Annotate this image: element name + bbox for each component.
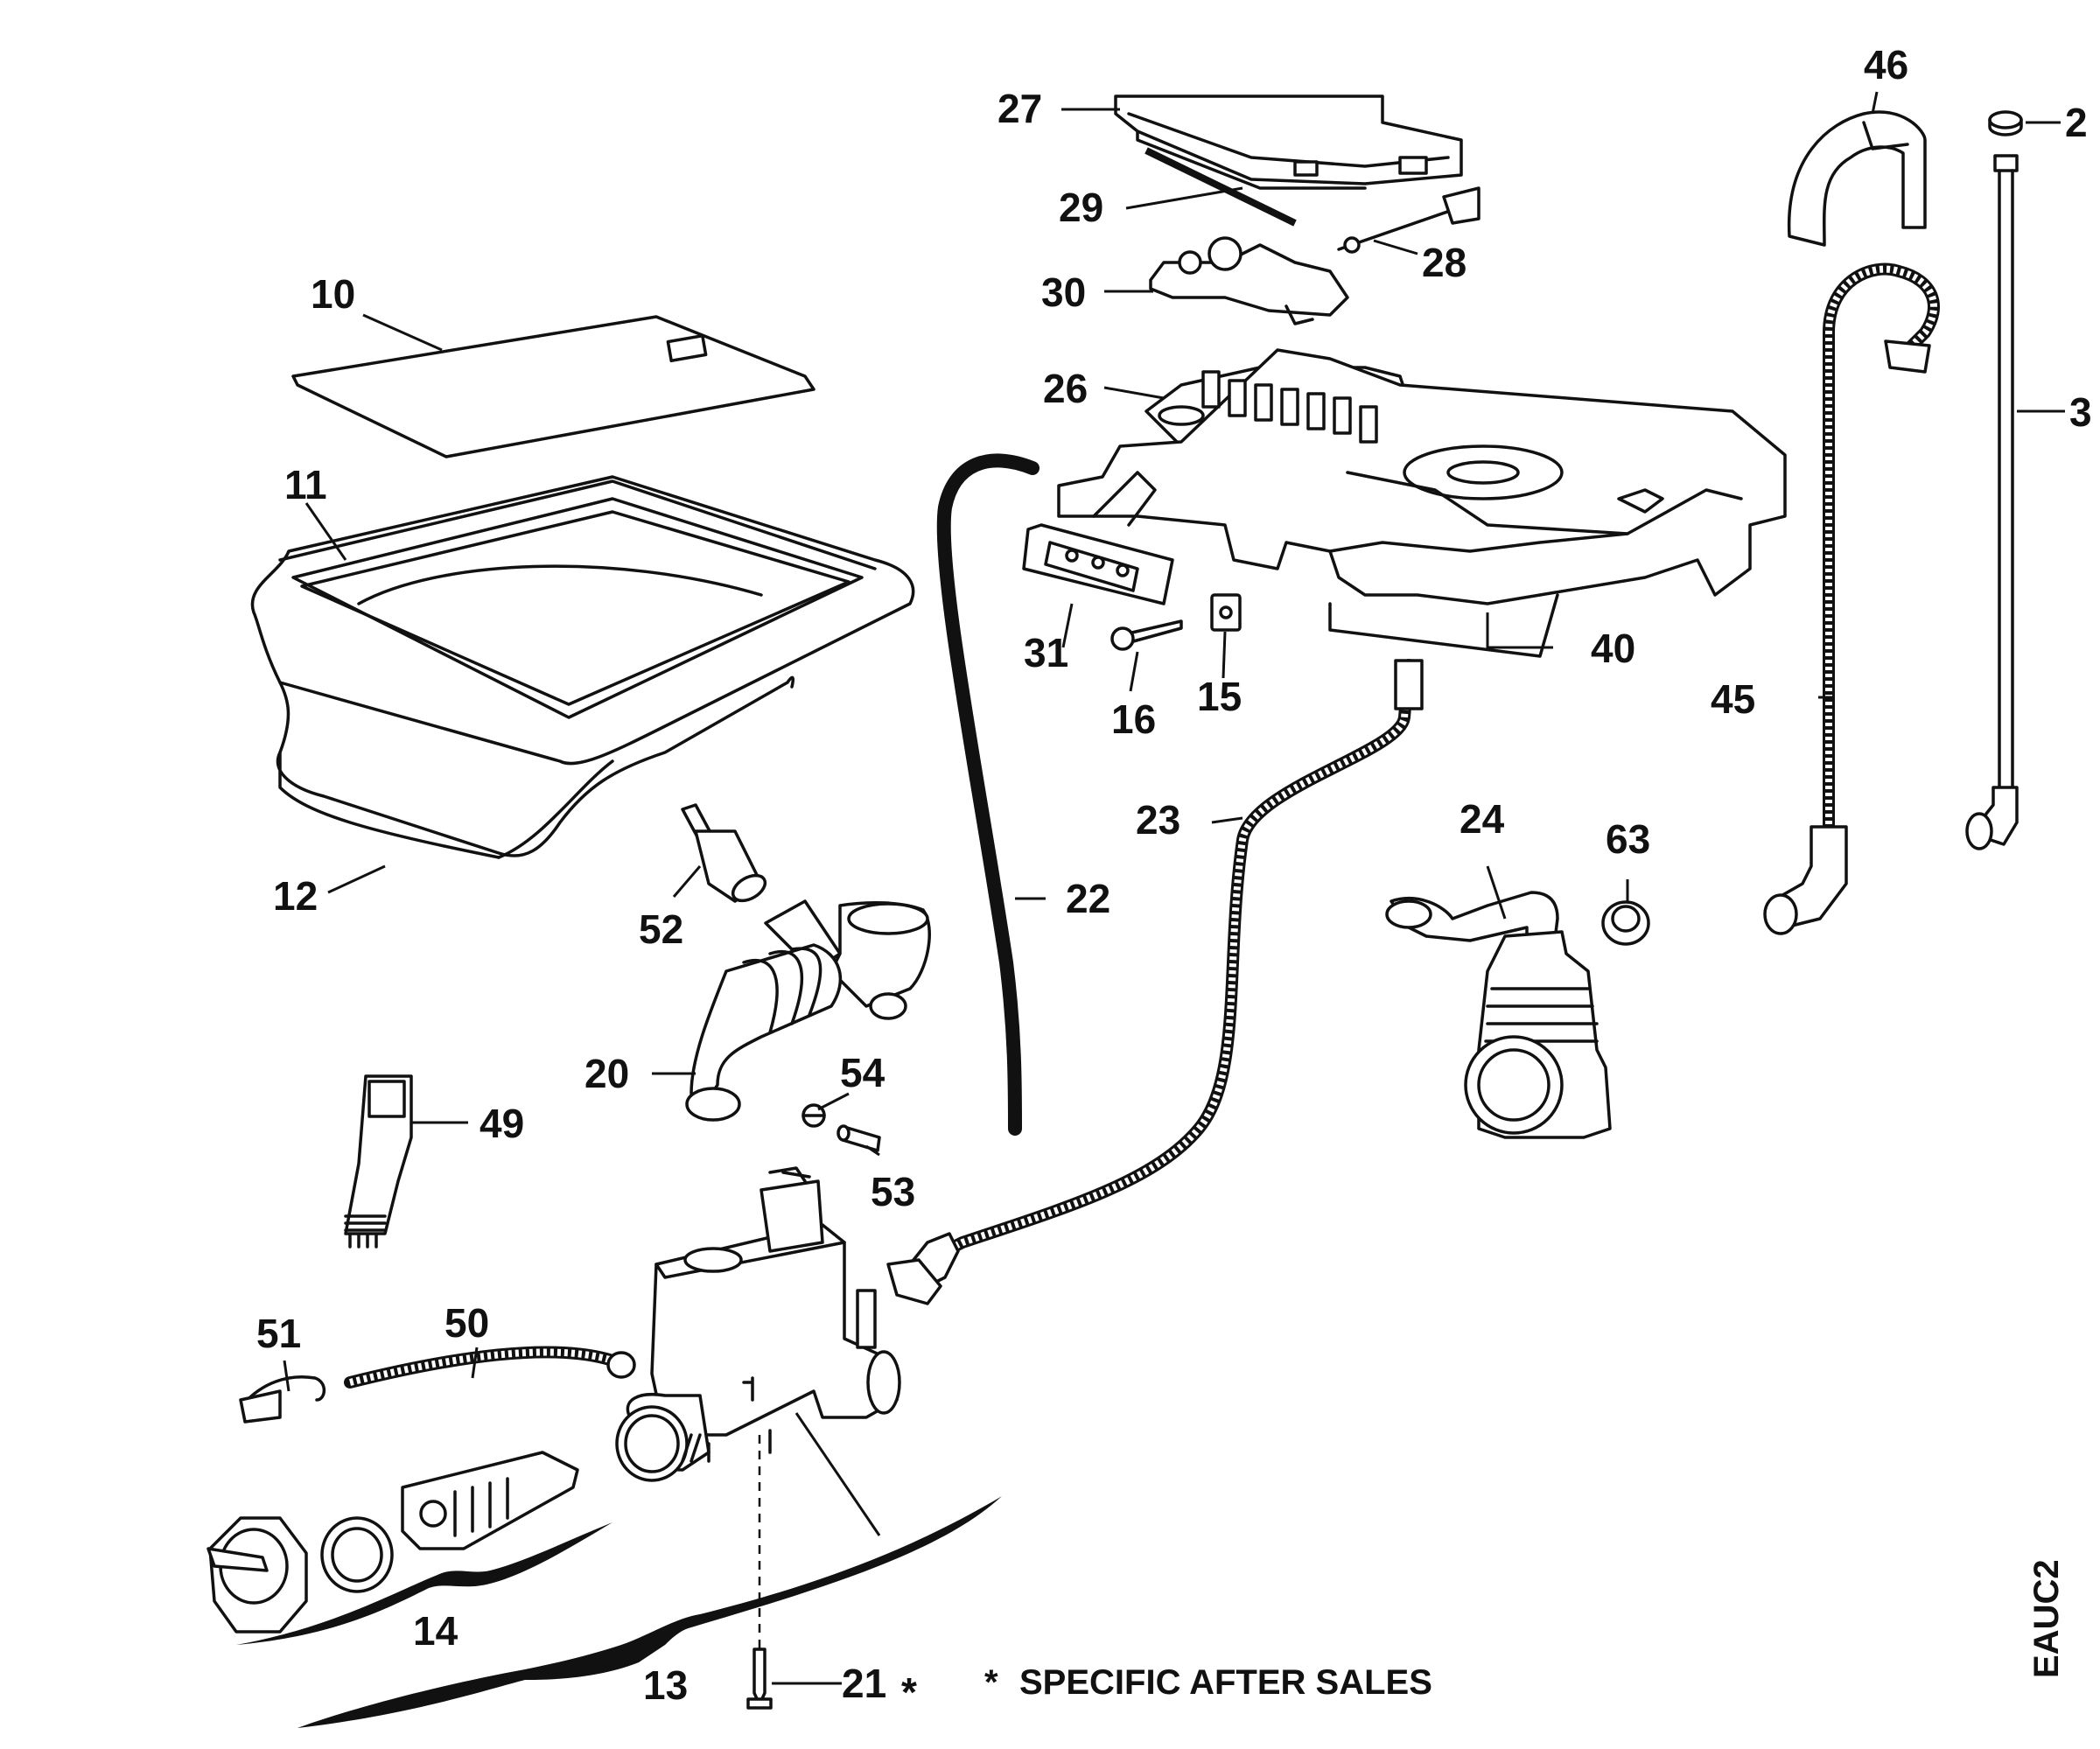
part-51-clamp xyxy=(239,1375,326,1424)
part-20-elbow-hose xyxy=(685,899,931,1122)
label-45: 45 xyxy=(1711,676,1755,722)
label-31: 31 xyxy=(1024,630,1068,675)
part-29-rod xyxy=(1144,147,1297,227)
part-labels: 27 29 28 30 26 31 16 15 40 46 2 3 45 10 … xyxy=(256,42,2092,1715)
part-11-12-tub-and-seal xyxy=(250,475,915,859)
label-11: 11 xyxy=(284,462,327,507)
label-3: 3 xyxy=(2069,389,2092,435)
label-30: 30 xyxy=(1041,269,1086,315)
label-29: 29 xyxy=(1059,185,1103,230)
label-28: 28 xyxy=(1422,240,1466,285)
cutaway-lines xyxy=(236,1496,1002,1728)
part-28-lever xyxy=(1337,186,1480,254)
part-16-screw xyxy=(1110,619,1183,651)
part-22-black-tube xyxy=(936,453,1040,1136)
label-52: 52 xyxy=(639,906,683,952)
part-45-drain-hose xyxy=(1763,262,1940,935)
part-63-plug xyxy=(1601,900,1650,946)
part-30-valve-bracket xyxy=(1149,236,1349,325)
label-13: 13 xyxy=(643,1662,688,1708)
label-21-marker: * xyxy=(901,1669,917,1715)
label-53: 53 xyxy=(871,1169,915,1214)
part-2-cap xyxy=(1988,110,2023,136)
label-16: 16 xyxy=(1111,696,1156,742)
part-23-corrugated-tube xyxy=(908,659,1424,1292)
part-3-inlet-hose xyxy=(1965,154,2019,850)
label-26: 26 xyxy=(1043,366,1088,411)
label-10: 10 xyxy=(311,271,355,317)
note-text: SPECIFIC AFTER SALES xyxy=(1019,1663,1432,1702)
label-51: 51 xyxy=(256,1311,301,1356)
part-49-filter-brush xyxy=(344,1074,413,1249)
valve-terminals xyxy=(1201,370,1378,444)
part-13-filter-housing xyxy=(615,1166,942,1482)
part-52-valve xyxy=(681,803,767,903)
label-20: 20 xyxy=(584,1051,629,1096)
part-26-40-tray-assembly xyxy=(1057,348,1787,658)
label-23: 23 xyxy=(1136,797,1180,843)
label-21: 21 xyxy=(842,1661,886,1706)
note-marker: * xyxy=(984,1663,998,1702)
part-10-lid-panel xyxy=(291,315,816,458)
label-54: 54 xyxy=(840,1050,886,1095)
label-2: 2 xyxy=(2065,100,2088,145)
part-21-screw xyxy=(746,1435,773,1710)
part-24-drain-sump xyxy=(1385,891,1612,1139)
part-53-pin xyxy=(836,1124,881,1152)
leader-lines xyxy=(283,91,2065,1685)
label-27: 27 xyxy=(998,86,1042,131)
part-14-filter-parts xyxy=(206,1451,579,1634)
part-27-dispenser-lid xyxy=(1114,94,1463,190)
label-14: 14 xyxy=(413,1608,458,1654)
label-24: 24 xyxy=(1460,796,1505,842)
part-15-clip xyxy=(1210,593,1242,632)
footer-note: * SPECIFIC AFTER SALES xyxy=(984,1663,1432,1702)
label-63: 63 xyxy=(1606,816,1650,862)
label-15: 15 xyxy=(1197,674,1242,719)
diagram-code: EAUC2 xyxy=(2027,1559,2066,1678)
label-50: 50 xyxy=(444,1300,489,1346)
label-49: 49 xyxy=(480,1101,524,1146)
part-31-panel-strip xyxy=(1022,523,1174,605)
part-50-pipe xyxy=(344,1346,636,1389)
label-22: 22 xyxy=(1066,876,1110,921)
part-46-hose-hook xyxy=(1787,110,1927,247)
part-54-clip xyxy=(802,1103,826,1128)
label-40: 40 xyxy=(1591,626,1635,671)
label-46: 46 xyxy=(1864,42,1908,87)
label-12: 12 xyxy=(273,873,318,919)
